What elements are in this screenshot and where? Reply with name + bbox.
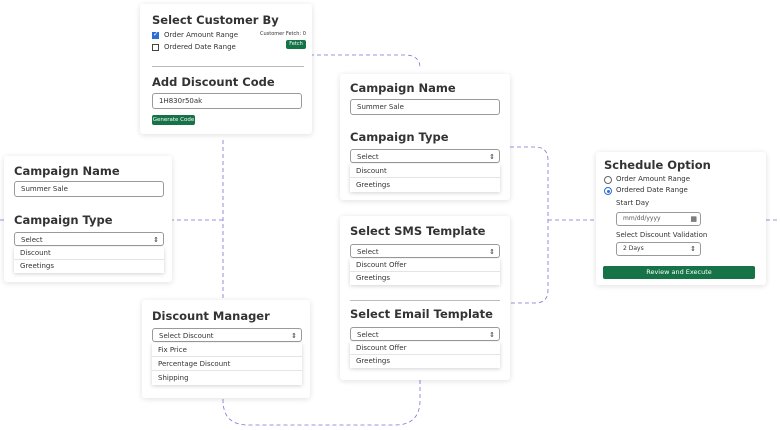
- ordered-date-label: Ordered Date Range: [164, 43, 236, 51]
- campaign-type-option[interactable]: Greetings: [20, 262, 54, 270]
- schedule-ordered-date-radio[interactable]: [604, 187, 612, 195]
- email-template-options: Discount Offer Greetings: [350, 342, 500, 368]
- section-divider: [152, 66, 304, 67]
- campaign-card-center: Campaign Name Summer Sale Campaign Type …: [340, 74, 510, 200]
- discount-manager-title: Discount Manager: [152, 309, 270, 323]
- campaign-card-left: Campaign Name Summer Sale Campaign Type …: [4, 156, 172, 282]
- fetch-button[interactable]: Fetch: [286, 40, 306, 49]
- schedule-card: Schedule Option Order Amount Range Order…: [596, 152, 766, 285]
- email-template-selected: Select: [357, 331, 379, 339]
- campaign-type-option[interactable]: Discount: [14, 247, 164, 260]
- customer-discount-card: Select Customer By Order Amount Range Or…: [140, 4, 312, 134]
- chevron-updown-icon: ⇕: [489, 153, 495, 161]
- start-day-label: Start Day: [616, 199, 650, 207]
- campaign-type-select[interactable]: Select ⇕: [350, 149, 500, 163]
- ordered-date-checkbox[interactable]: [152, 44, 159, 51]
- email-template-option[interactable]: Greetings: [356, 357, 390, 365]
- sms-template-option[interactable]: Greetings: [356, 274, 390, 282]
- order-amount-checkbox[interactable]: [152, 30, 159, 39]
- sms-template-selected: Select: [357, 248, 379, 256]
- discount-option[interactable]: Percentage Discount: [152, 357, 302, 371]
- section-divider: [350, 300, 500, 301]
- calendar-icon[interactable]: ▦: [690, 215, 697, 223]
- chevron-updown-icon: ⇕: [690, 245, 696, 253]
- discount-code-field[interactable]: 1H830r50ak: [152, 93, 302, 109]
- discount-option[interactable]: Fix Price: [152, 343, 302, 357]
- campaign-type-options: Discount Greetings: [14, 247, 164, 273]
- chevron-updown-icon: ⇕: [291, 332, 297, 340]
- schedule-order-amount-radio[interactable]: [604, 176, 612, 184]
- date-placeholder: mm/dd/yyyy: [623, 215, 661, 222]
- email-template-select[interactable]: Select ⇕: [350, 327, 500, 341]
- schedule-ordered-date-label: Ordered Date Range: [616, 186, 688, 194]
- customer-fetch-count: Customer Fetch: 0: [260, 31, 306, 37]
- review-execute-button[interactable]: Review and Execute: [603, 266, 755, 279]
- validation-label: Select Discount Validation: [616, 231, 708, 239]
- discount-options: Fix Price Percentage Discount Shipping: [152, 343, 302, 385]
- chevron-updown-icon: ⇕: [489, 331, 495, 339]
- sms-template-title: Select SMS Template: [350, 224, 486, 238]
- sms-template-options: Discount Offer Greetings: [350, 259, 500, 285]
- validation-selected: 2 Days: [623, 245, 644, 252]
- sms-template-select[interactable]: Select ⇕: [350, 244, 500, 258]
- chevron-updown-icon: ⇕: [489, 248, 495, 256]
- schedule-order-amount-label: Order Amount Range: [616, 175, 691, 183]
- email-template-title: Select Email Template: [350, 307, 493, 321]
- campaign-name-field[interactable]: Summer Sale: [350, 99, 500, 115]
- discount-option[interactable]: Shipping: [158, 374, 189, 382]
- customer-card-title: Select Customer By: [152, 13, 279, 27]
- campaign-type-select[interactable]: Select ⇕: [14, 232, 164, 246]
- validation-select[interactable]: 2 Days ⇕: [616, 242, 701, 256]
- order-amount-label: Order Amount Range: [164, 31, 239, 39]
- sms-template-option[interactable]: Discount Offer: [350, 259, 500, 272]
- start-day-date-input[interactable]: mm/dd/yyyy ▦: [616, 212, 701, 226]
- email-template-option[interactable]: Discount Offer: [350, 342, 500, 355]
- schedule-title: Schedule Option: [604, 158, 711, 172]
- campaign-name-field[interactable]: Summer Sale: [14, 181, 164, 197]
- campaign-type-options: Discount Greetings: [350, 164, 500, 192]
- campaign-type-selected: Select: [357, 153, 379, 161]
- discount-manager-card: Discount Manager Select Discount ⇕ Fix P…: [142, 300, 310, 398]
- chevron-updown-icon: ⇕: [153, 236, 159, 244]
- campaign-type-selected: Select: [21, 236, 43, 244]
- campaign-name-title: Campaign Name: [14, 164, 120, 178]
- campaign-name-title: Campaign Name: [350, 81, 456, 95]
- discount-code-title: Add Discount Code: [152, 75, 275, 89]
- campaign-type-title: Campaign Type: [350, 130, 449, 144]
- templates-card: Select SMS Template Select ⇕ Discount Of…: [340, 216, 510, 380]
- campaign-type-option[interactable]: Greetings: [356, 181, 390, 189]
- discount-selected: Select Discount: [159, 332, 214, 340]
- campaign-type-option[interactable]: Discount: [350, 164, 500, 178]
- discount-select[interactable]: Select Discount ⇕: [152, 328, 302, 342]
- campaign-type-title: Campaign Type: [14, 213, 113, 227]
- generate-code-button[interactable]: Generate Code: [152, 115, 195, 125]
